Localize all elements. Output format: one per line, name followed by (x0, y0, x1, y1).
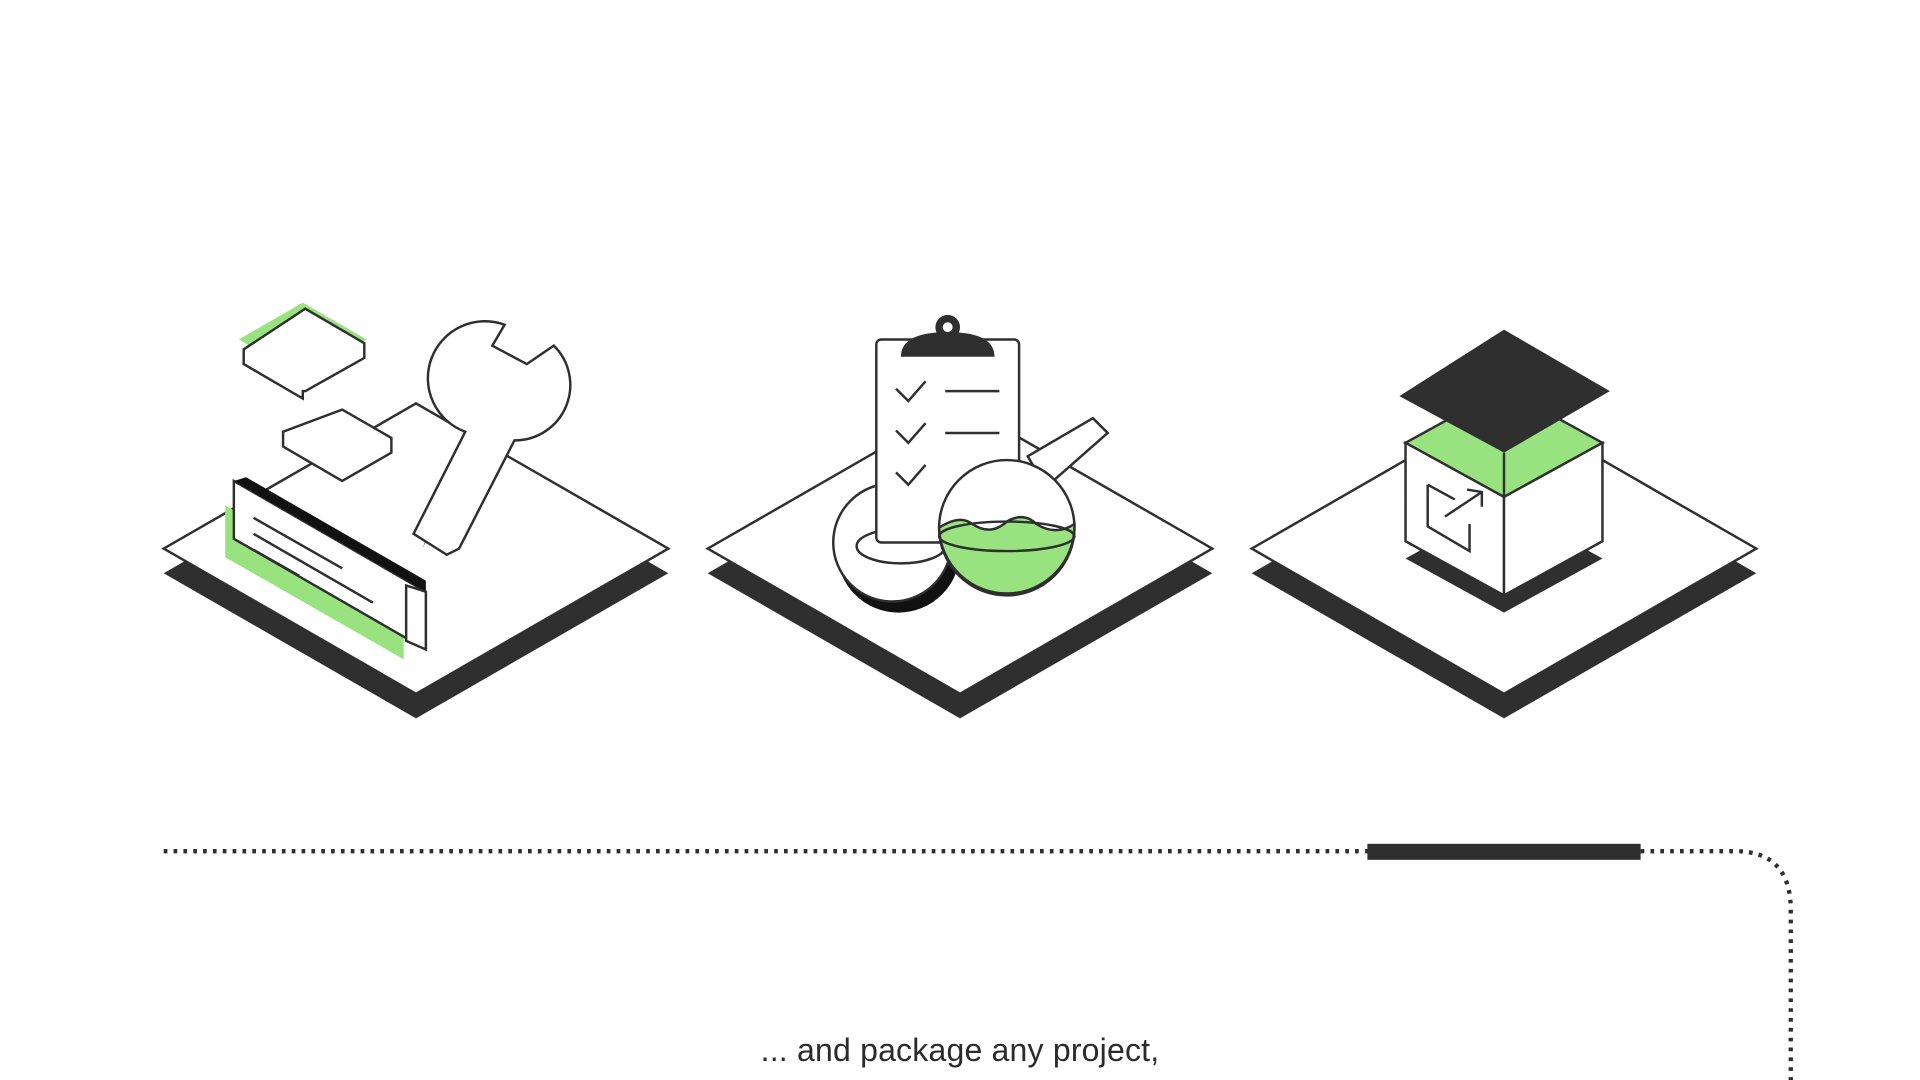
timeline-active-segment (1367, 843, 1641, 860)
progress-timeline (163, 843, 1793, 1080)
caption-text: ... and package any project, (760, 1032, 1160, 1068)
test-checklist-icon (706, 314, 1214, 720)
build-tools-icon (162, 302, 670, 720)
package-box-icon (1250, 329, 1758, 720)
